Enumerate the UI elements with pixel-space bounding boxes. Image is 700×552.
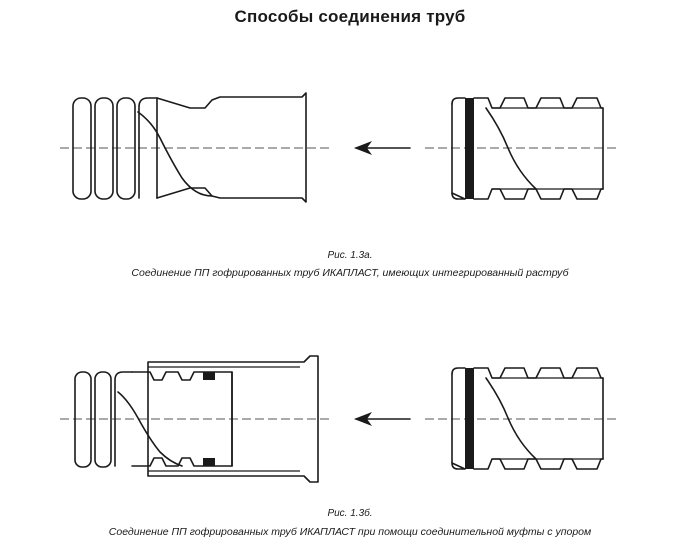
sealing-ring-icon [203,372,215,380]
spigot-pipe-a [451,97,604,200]
cutaway-curve-a-right [485,107,537,190]
arrow-left-icon [354,141,411,155]
figure-b-drawing [60,355,618,483]
corrugation-a [72,97,158,200]
socket-body-a [156,92,307,203]
pipe-with-coupling-b [74,355,319,483]
sealing-ring-icon [465,98,474,199]
coupling-sleeve-b [147,355,319,483]
pipe-with-socket-a [72,92,307,203]
arrow-left-icon [354,412,411,426]
cutaway-curve-b [117,391,183,467]
sealing-ring-icon [465,368,474,469]
figure-a-drawing [60,92,618,203]
corrugation-b [74,371,133,468]
figure-a-caption: Соединение ПП гофрированных труб ИКАПЛАС… [131,267,569,279]
sealing-ring-icon [203,458,215,466]
page-title: Способы соединения труб [234,7,466,26]
spigot-pipe-b [451,367,604,470]
figure-a-number: Рис. 1.3а. [327,250,373,261]
cutaway-curve-b-right [485,377,537,460]
figure-b-caption: Соединение ПП гофрированных труб ИКАПЛАС… [108,526,592,538]
figure-b-number: Рис. 1.3б. [327,508,373,519]
cutaway-curve-a [137,111,213,197]
